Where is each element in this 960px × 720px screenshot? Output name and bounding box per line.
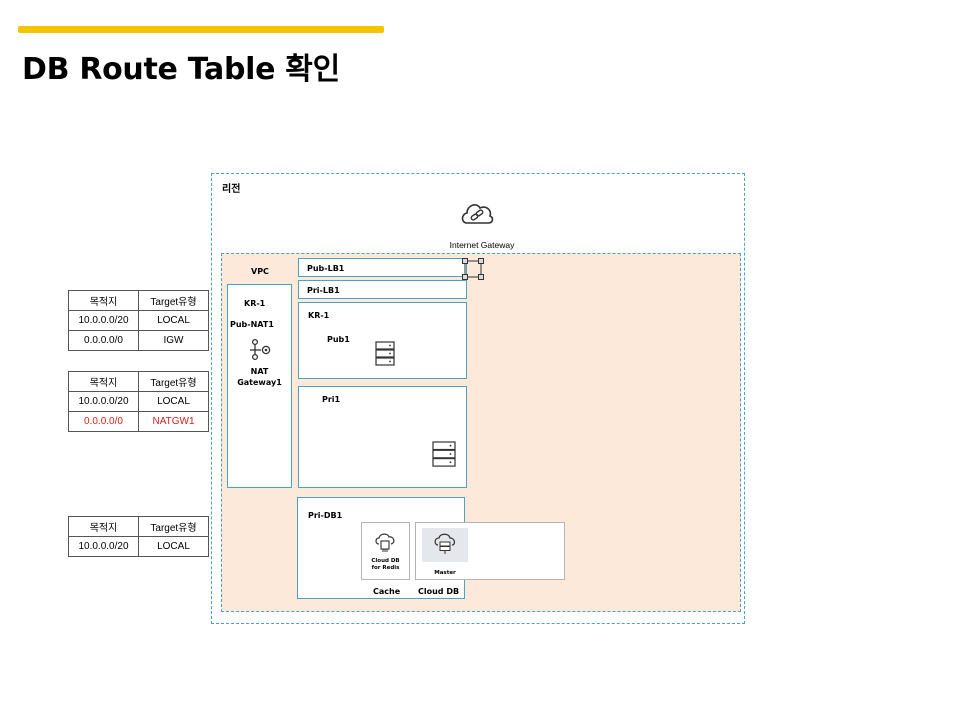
table-row: 10.0.0.0/20 LOCAL	[68, 391, 209, 412]
route-destination: 0.0.0.0/0	[68, 330, 139, 351]
redis-chip-icon	[374, 532, 396, 554]
cloud-link-icon	[458, 198, 496, 230]
column-header-destination: 목적지	[68, 516, 139, 537]
pub-subnet-label: Pub1	[327, 335, 350, 344]
redis-label-line2: for Redis	[371, 565, 400, 571]
cache-label: Cache	[373, 587, 401, 596]
column-header-destination: 목적지	[68, 290, 139, 311]
title-accent-bar	[18, 26, 384, 33]
pri-lb-box	[298, 280, 467, 299]
route-target: NATGW1	[138, 411, 209, 432]
pub-nat-subnet-label: Pub-NAT1	[230, 320, 274, 329]
lb-selection-icon	[461, 257, 485, 281]
server-icon	[375, 341, 395, 366]
table-header-row: 목적지 Target유형	[68, 290, 209, 311]
table-header-row: 목적지 Target유형	[68, 516, 209, 537]
table-row: 10.0.0.0/20 LOCAL	[68, 536, 209, 557]
route-destination: 0.0.0.0/0	[68, 411, 139, 432]
pri1-box	[298, 386, 467, 488]
pri-lb-label: Pri-LB1	[307, 286, 340, 295]
redis-label-line1: Cloud DB	[371, 558, 400, 564]
column-header-destination: 목적지	[68, 371, 139, 392]
vpc-label: VPC	[251, 267, 269, 276]
server-icon	[432, 441, 456, 467]
pub-lb-label: Pub-LB1	[307, 264, 345, 273]
table-row: 10.0.0.0/20 LOCAL	[68, 310, 209, 331]
cloud-db-icon	[433, 532, 457, 556]
route-table-3: 목적지 Target유형 10.0.0.0/20 LOCAL	[68, 516, 209, 557]
internet-gateway-label: Internet Gateway	[430, 237, 534, 253]
zone-left-box	[227, 284, 292, 488]
region-container	[211, 173, 745, 624]
column-header-target: Target유형	[138, 516, 209, 537]
cloud-db-label: Cloud DB	[418, 587, 460, 596]
route-target: LOCAL	[138, 536, 209, 557]
page-title: DB Route Table 확인	[22, 52, 340, 87]
route-target: LOCAL	[138, 310, 209, 331]
route-table-2: 목적지 Target유형 10.0.0.0/20 LOCAL 0.0.0.0/0…	[68, 371, 209, 432]
route-table-1: 목적지 Target유형 10.0.0.0/20 LOCAL 0.0.0.0/0…	[68, 290, 209, 351]
zone-left-label: KR-1	[244, 299, 266, 308]
route-destination: 10.0.0.0/20	[68, 310, 139, 331]
nat-gateway-icon	[248, 338, 272, 362]
table-row: 0.0.0.0/0 IGW	[68, 330, 209, 351]
column-header-target: Target유형	[138, 371, 209, 392]
region-label: 리전	[222, 184, 241, 195]
route-destination: 10.0.0.0/20	[68, 391, 139, 412]
pri-db-label: Pri-DB1	[308, 511, 343, 520]
column-header-target: Target유형	[138, 290, 209, 311]
route-target: LOCAL	[138, 391, 209, 412]
zone-right-label: KR-1	[308, 311, 330, 320]
table-header-row: 목적지 Target유형	[68, 371, 209, 392]
table-row-highlighted: 0.0.0.0/0 NATGW1	[68, 411, 209, 432]
nat-gateway-label-line1: NAT	[250, 367, 269, 376]
master-label: Master	[434, 570, 456, 576]
zone-right-box	[298, 302, 467, 379]
route-target: IGW	[138, 330, 209, 351]
nat-gateway-label-line2: Gateway1	[237, 378, 282, 387]
pub-lb-box	[298, 258, 467, 277]
pri1-label: Pri1	[322, 395, 341, 404]
route-destination: 10.0.0.0/20	[68, 536, 139, 557]
